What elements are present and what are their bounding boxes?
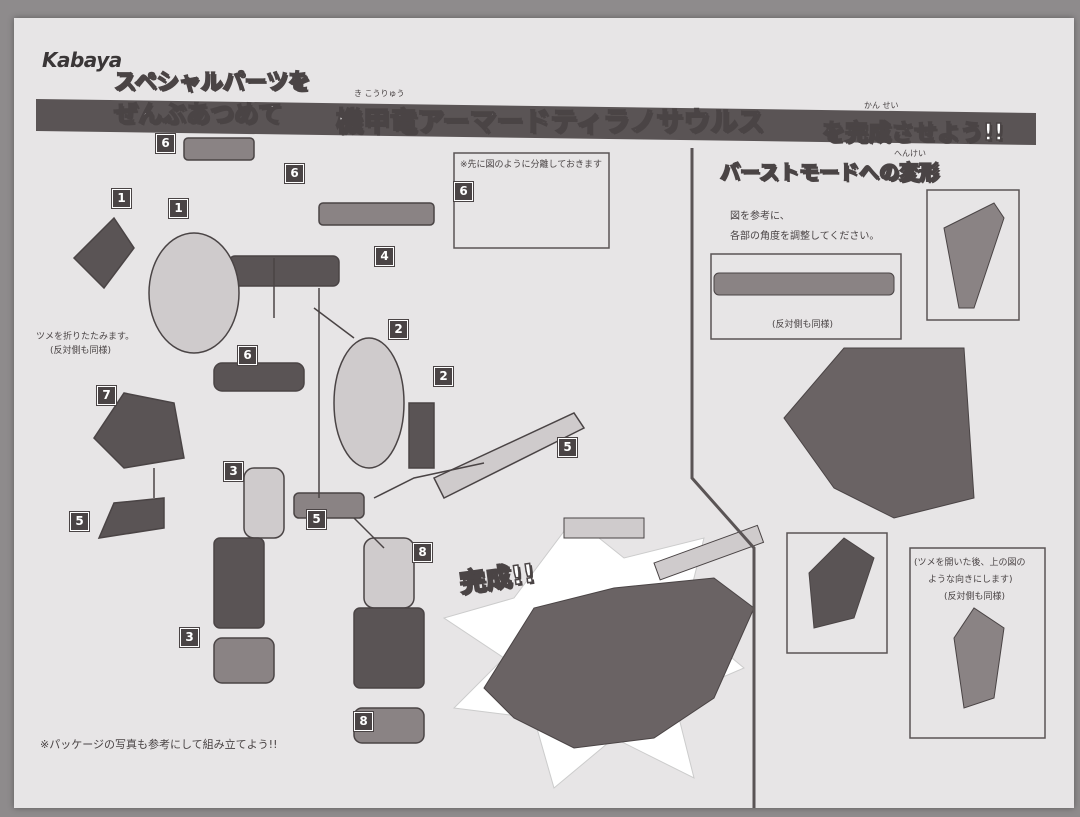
burst-claw-same: (反対側も同様) [944,592,1006,602]
step-badge: 8 [353,711,374,732]
part-leg-lower [213,537,265,629]
part-tail [97,497,165,539]
step-badge: 5 [306,509,327,530]
assembly-illustrations [72,137,1046,808]
part-hip [293,492,365,519]
claw-note-same: (反対側も同様) [50,346,112,356]
part-leg-upper [243,467,285,539]
header-line1: スペシャルパーツを [113,69,311,96]
header-suffix: を完成させよう!! [821,119,1004,147]
instruction-sheet: Kabaya スペシャルパーツを ぜんぶあつめて き こうりゅう 機甲竜アーマー… [14,18,1074,808]
completed-model [483,577,755,749]
step-badge: 5 [557,437,578,458]
completed-cannon [653,524,765,581]
burst-instruction-1: 図を参考に、 [730,211,790,222]
brand-logo: Kabaya [42,48,122,72]
claw-note: ツメを折りたたみます。 [36,332,135,342]
part-cannon [183,137,255,161]
header-line2: ぜんぶあつめて [113,99,283,129]
part-leg-upper [363,537,415,609]
step-badge: 3 [223,461,244,482]
step-badge: 7 [96,385,117,406]
part-leg [213,362,305,392]
burst-arm [943,202,1005,309]
footer-note: ※パッケージの写真も参考にして組み立てよう!! [40,738,278,751]
burst-title-ruby: へんけい [894,149,926,158]
burst-cannon [713,272,895,296]
burst-leg [953,607,1005,709]
part-torso [148,232,240,354]
separate-note: ※先に図のように分離しておきます [460,160,603,170]
step-badge: 8 [412,542,433,563]
step-badge: 6 [453,181,474,202]
part-body-joint [228,255,340,287]
burst-model [783,347,975,519]
step-badge: 1 [111,188,132,209]
step-badge: 6 [237,345,258,366]
part-claw [408,402,435,469]
step-badge: 2 [388,319,409,340]
suffix-ruby: かん せい [864,101,899,110]
step-badge: 6 [284,163,305,184]
step-badge: 6 [155,133,176,154]
part-chest [333,337,405,469]
product-name: 機甲竜アーマードティラノサウルス [335,106,765,139]
part-tail-weapon [432,412,586,500]
step-badge: 1 [168,198,189,219]
burst-claw-note-2: ような向きにします) [928,575,1013,585]
burst-instruction-2: 各部の角度を調整してください。 [730,231,880,242]
part-head [93,392,185,469]
step-badge: 5 [69,511,90,532]
step-badge: 2 [433,366,454,387]
step-badge: 4 [374,246,395,267]
part-cannon [318,202,435,226]
completed-cannon [563,517,645,539]
part-foot [213,637,275,684]
burst-mode-title: バーストモードへの変形 [719,159,940,185]
burst-head [808,537,875,629]
section-divider [690,148,756,808]
part-leg-lower [353,607,425,689]
step-badge: 3 [179,627,200,648]
burst-claw-note-1: (ツメを開いた後、上の図の [914,558,1026,568]
part-arm [72,216,135,290]
burst-same-note: (反対側も同様) [772,320,834,330]
product-ruby: き こうりゅう [354,89,405,98]
